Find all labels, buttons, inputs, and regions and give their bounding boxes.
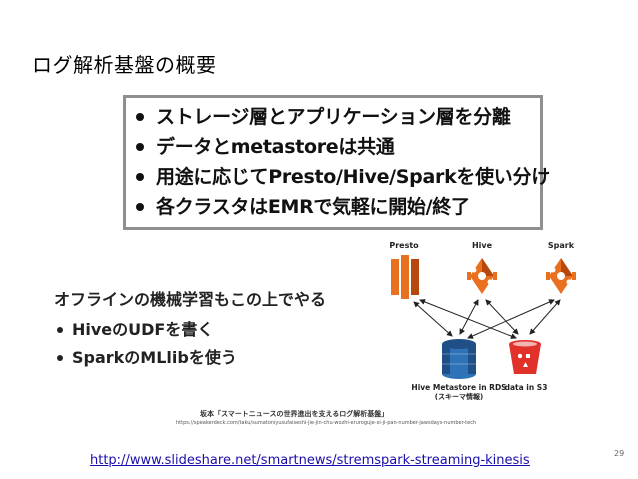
hive-label: Hive [472, 241, 493, 250]
s3-bucket-icon [509, 340, 541, 374]
source-link[interactable]: http://www.slideshare.net/smartnews/stre… [90, 453, 530, 468]
bullet-dot-icon [57, 327, 63, 333]
metastore-sublabel: (スキーマ情報) [435, 392, 483, 400]
bullet-item: データとmetastoreは共通 [130, 132, 540, 162]
ml-item-text: SparkのMLlibを使う [72, 348, 237, 367]
presto-emr-icon [391, 255, 419, 299]
embedded-figure: ストレージ層とアプリケーション層を分離 データとmetastoreは共通 用途に… [48, 90, 594, 438]
s3-label: data in S3 [505, 383, 548, 392]
hive-cluster-icon [467, 258, 497, 294]
rds-database-icon [442, 339, 476, 379]
bullet-text: ストレージ層とアプリケーション層を分離 [156, 106, 511, 128]
connection-arrows [413, 299, 561, 339]
bullet-dot-icon [136, 203, 144, 211]
ml-item: SparkのMLlibを使う [54, 344, 326, 372]
bullet-dot-icon [57, 355, 63, 361]
figure-credit-url: https://speakerdeck.com/taku/sumatoniyus… [176, 420, 477, 426]
bullet-item: ストレージ層とアプリケーション層を分離 [130, 102, 540, 132]
ml-section: オフラインの機械学習もこの上でやる HiveのUDFを書く SparkのMLli… [54, 286, 326, 372]
slide-title: ログ解析基盤の概要 [32, 53, 217, 77]
ml-heading: オフラインの機械学習もこの上でやる [54, 290, 327, 309]
bullet-dot-icon [136, 173, 144, 181]
page-number: 29 [614, 449, 625, 458]
bullet-dot-icon [136, 113, 144, 121]
bullet-text: 用途に応じてPresto/Hive/Sparkを使い分け [156, 166, 550, 188]
architecture-diagram: Presto Hive Spark [389, 241, 576, 400]
bullet-text: データとmetastoreは共通 [156, 136, 395, 158]
metastore-label: Hive Metastore in RDS [411, 383, 506, 392]
bullet-dot-icon [136, 143, 144, 151]
spark-label: Spark [548, 241, 575, 250]
ml-list: HiveのUDFを書く SparkのMLlibを使う [54, 316, 326, 372]
bullet-text: 各クラスタはEMRで気軽に開始/終了 [156, 196, 470, 218]
bullet-list: ストレージ層とアプリケーション層を分離 データとmetastoreは共通 用途に… [126, 98, 550, 222]
figure-credit: 坂本「スマートニュースの世界進出を支えるログ解析基盤」 [200, 410, 389, 418]
spark-cluster-icon [546, 258, 576, 294]
bullet-item: 各クラスタはEMRで気軽に開始/終了 [130, 192, 540, 222]
bullet-item: 用途に応じてPresto/Hive/Sparkを使い分け [130, 162, 550, 192]
presto-label: Presto [389, 241, 419, 250]
bullet-box: ストレージ層とアプリケーション層を分離 データとmetastoreは共通 用途に… [123, 95, 550, 230]
ml-item: HiveのUDFを書く [54, 316, 326, 344]
ml-item-text: HiveのUDFを書く [72, 320, 214, 339]
